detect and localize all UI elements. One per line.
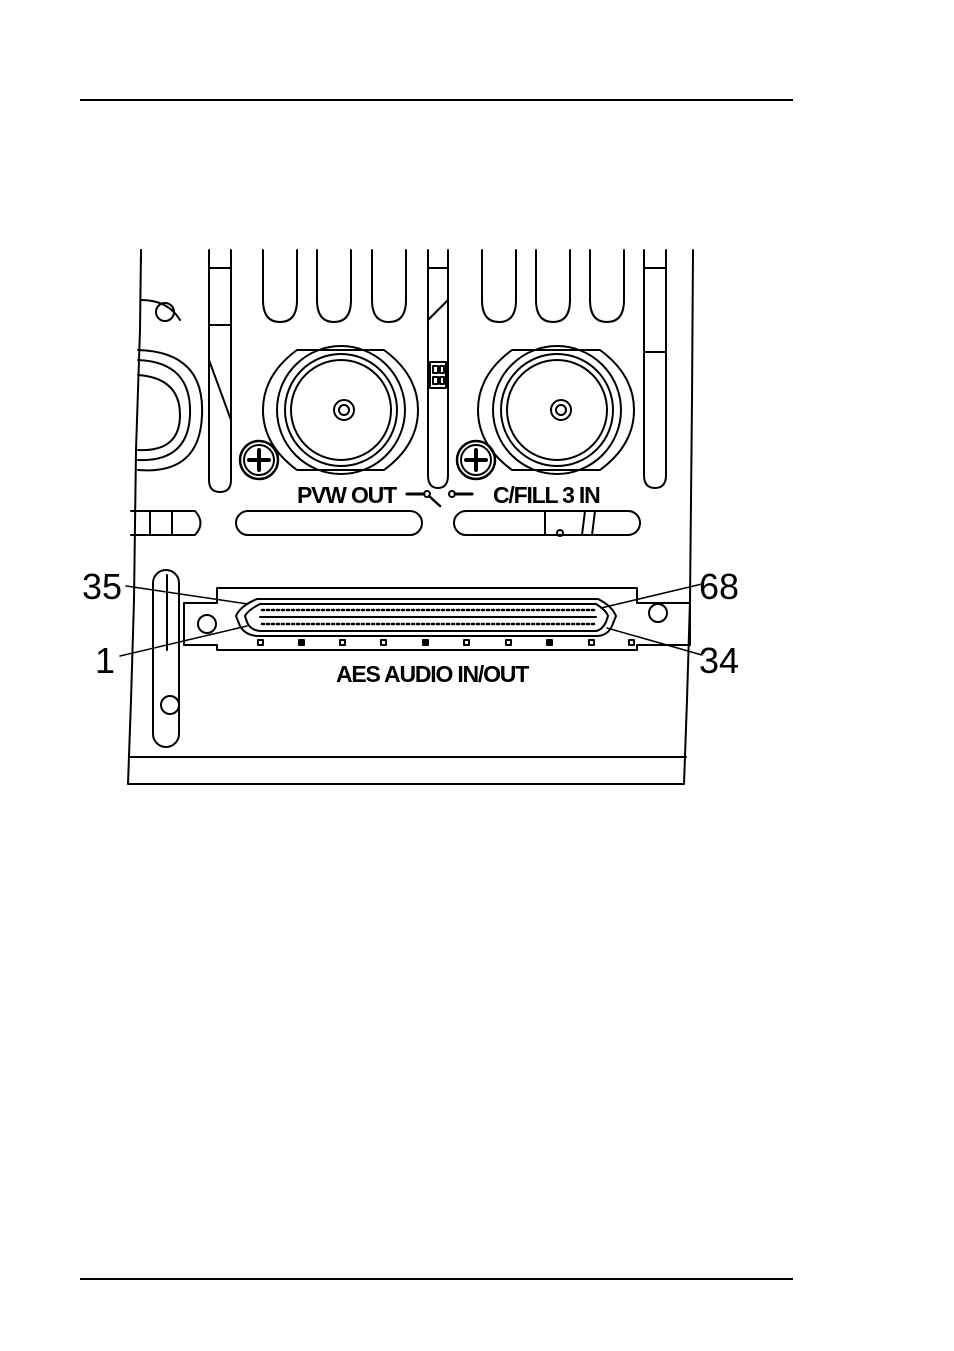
dip-switch xyxy=(430,362,446,388)
aes-audio-label: AES AUDIO IN/OUT xyxy=(336,661,529,687)
pin-68-callout: 68 xyxy=(699,566,739,607)
pvw-out-bnc-icon xyxy=(263,346,418,474)
pvw-out-label: PVW OUT xyxy=(297,482,397,508)
pin-35-callout: 35 xyxy=(82,566,122,607)
pvw-label-plate xyxy=(236,511,422,535)
panel-outline xyxy=(128,250,693,784)
screw-left-icon xyxy=(240,441,278,479)
aes-audio-connector-icon xyxy=(184,588,690,650)
cfill-in-label: C/FILL 3 IN xyxy=(493,482,600,508)
switch-symbol-icon xyxy=(407,491,472,506)
screw-right-icon xyxy=(457,441,495,479)
pin-34-callout: 34 xyxy=(699,640,739,681)
cfill-in-bnc-icon xyxy=(478,346,634,474)
cfill-label-plate xyxy=(454,511,640,535)
pin-1-callout: 1 xyxy=(95,640,115,681)
left-label-slot xyxy=(131,511,201,535)
